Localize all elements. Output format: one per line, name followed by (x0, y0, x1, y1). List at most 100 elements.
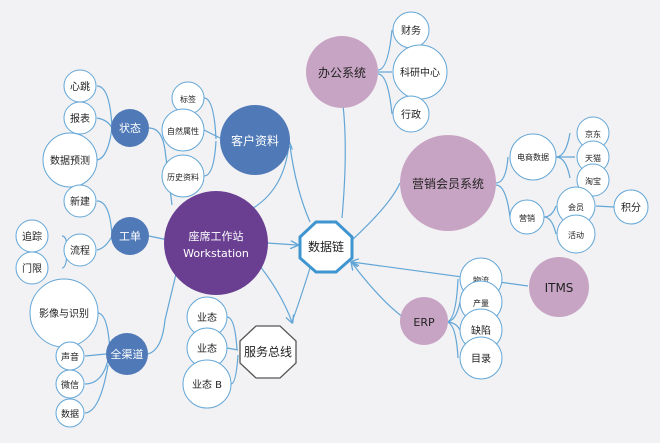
connector (84, 364, 109, 414)
leaf-biz-1-label: 业态 (197, 311, 217, 324)
connector (96, 127, 113, 161)
connector (495, 184, 511, 218)
customer-info-label: 客户资料 (231, 133, 279, 148)
leaf-tags-label: 标签 (180, 94, 196, 104)
connector (495, 156, 509, 184)
leaf-catalog[interactable]: 目录 (459, 336, 503, 380)
leaf-admin[interactable]: 行政 (392, 95, 430, 133)
connector (555, 156, 571, 179)
leaf-history-label: 历史资料 (167, 172, 199, 182)
connector (377, 73, 393, 115)
connector (96, 85, 113, 129)
leaf-heartbeat[interactable]: 心跳 (63, 69, 97, 103)
connector (445, 321, 459, 359)
connector (203, 129, 221, 139)
leaf-member-label: 会员 (568, 202, 584, 212)
connector (230, 354, 239, 385)
leaf-finance-label: 财务 (401, 24, 421, 37)
leaf-history[interactable]: 历史资料 (161, 154, 205, 198)
connector (96, 235, 113, 251)
leaf-taobao[interactable]: 淘宝 (576, 163, 610, 197)
leaf-product-label: 产量 (473, 298, 489, 308)
leaf-tracking[interactable]: 追踪 (15, 219, 49, 253)
leaf-points[interactable]: 积分 (613, 189, 649, 225)
omni-channel-label: 全渠道 (111, 347, 144, 361)
leaf-biz-b[interactable]: 业态 B (182, 359, 232, 409)
connector (595, 205, 615, 208)
leaf-voice[interactable]: 声音 (55, 341, 85, 371)
connector (148, 127, 173, 206)
workstation-label-en: Workstation (183, 247, 249, 260)
omni-channel-node[interactable]: 全渠道 (106, 333, 148, 375)
leaf-jd-label: 京东 (585, 129, 601, 139)
workstation-node[interactable]: 座席工作站 Workstation (164, 191, 268, 295)
leaf-report-label: 报表 (70, 112, 90, 125)
leaf-finance[interactable]: 财务 (392, 11, 430, 49)
connector (147, 273, 177, 355)
connector (555, 132, 571, 158)
office-system-label: 办公系统 (318, 65, 366, 80)
leaf-threshold[interactable]: 门限 (15, 251, 49, 285)
leaf-image-recognition[interactable]: 影像与识别 (29, 278, 99, 348)
connector (352, 263, 405, 319)
leaf-new[interactable]: 新建 (63, 184, 97, 218)
connector (84, 353, 107, 357)
service-bus-node[interactable]: 服务总线 (239, 325, 297, 379)
leaf-marketing-sub[interactable]: 营销 (509, 199, 545, 235)
leaf-voice-label: 声音 (61, 351, 79, 363)
connector (291, 267, 311, 323)
leaf-taobao-label: 淘宝 (585, 176, 601, 186)
leaf-report[interactable]: 报表 (63, 101, 97, 135)
erp-node[interactable]: ERP (400, 297, 448, 345)
data-chain-node[interactable]: 数据链 (298, 220, 354, 274)
connector (341, 104, 346, 219)
office-system-node[interactable]: 办公系统 (306, 36, 378, 108)
service-bus-label: 服务总线 (244, 344, 292, 359)
marketing-member-node[interactable]: 营销会员系统 (400, 135, 496, 231)
leaf-biz-b-label: 业态 B (192, 378, 222, 391)
leaf-tags[interactable]: 标签 (171, 81, 205, 115)
connector (84, 359, 109, 385)
leaf-new-label: 新建 (70, 195, 90, 208)
erp-label: ERP (413, 316, 435, 329)
connector (203, 97, 217, 140)
work-order-node[interactable]: 工单 (111, 217, 149, 255)
leaf-forecast-label: 数据预测 (50, 154, 90, 167)
data-chain-label: 数据链 (308, 239, 344, 254)
leaf-rnd-label: 科研中心 (400, 66, 440, 79)
workstation-label-cn: 座席工作站 (189, 229, 244, 243)
leaf-biz-1[interactable]: 业态 (186, 296, 228, 338)
leaf-activity[interactable]: 活动 (556, 214, 596, 254)
leaf-natural-attr[interactable]: 自然属性 (161, 108, 205, 152)
leaf-points-label: 积分 (621, 202, 641, 214)
leaf-ecommerce-label: 电商数据 (517, 152, 549, 162)
leaf-image-recognition-label: 影像与识别 (39, 308, 89, 320)
leaf-wechat-label: 微信 (61, 379, 79, 391)
connector (226, 316, 238, 351)
leaf-wechat[interactable]: 微信 (55, 369, 85, 399)
itms-label: ITMS (545, 281, 574, 295)
customer-info-node[interactable]: 客户资料 (220, 105, 290, 175)
leaf-tmall-label: 天猫 (585, 153, 601, 163)
leaf-data-label: 数据 (61, 408, 79, 420)
connector (377, 29, 393, 71)
leaf-process[interactable]: 流程 (63, 233, 97, 267)
leaf-catalog-label: 目录 (471, 353, 491, 365)
connector (289, 145, 311, 223)
leaf-ecommerce[interactable]: 电商数据 (509, 133, 557, 181)
leaf-forecast[interactable]: 数据预测 (42, 132, 98, 188)
connector (203, 140, 217, 177)
leaf-data[interactable]: 数据 (55, 398, 85, 428)
leaf-marketing-sub-label: 营销 (519, 213, 535, 223)
connector (445, 278, 459, 323)
leaf-defect-label: 缺陷 (471, 324, 491, 337)
connector (249, 143, 289, 211)
status-node[interactable]: 状态 (111, 109, 149, 147)
leaf-threshold-label: 门限 (22, 262, 42, 275)
itms-node[interactable]: ITMS (529, 257, 589, 317)
connector (543, 216, 557, 235)
leaf-rnd[interactable]: 科研中心 (392, 44, 448, 100)
connector (96, 117, 113, 129)
leaf-tracking-label: 追踪 (22, 230, 42, 243)
